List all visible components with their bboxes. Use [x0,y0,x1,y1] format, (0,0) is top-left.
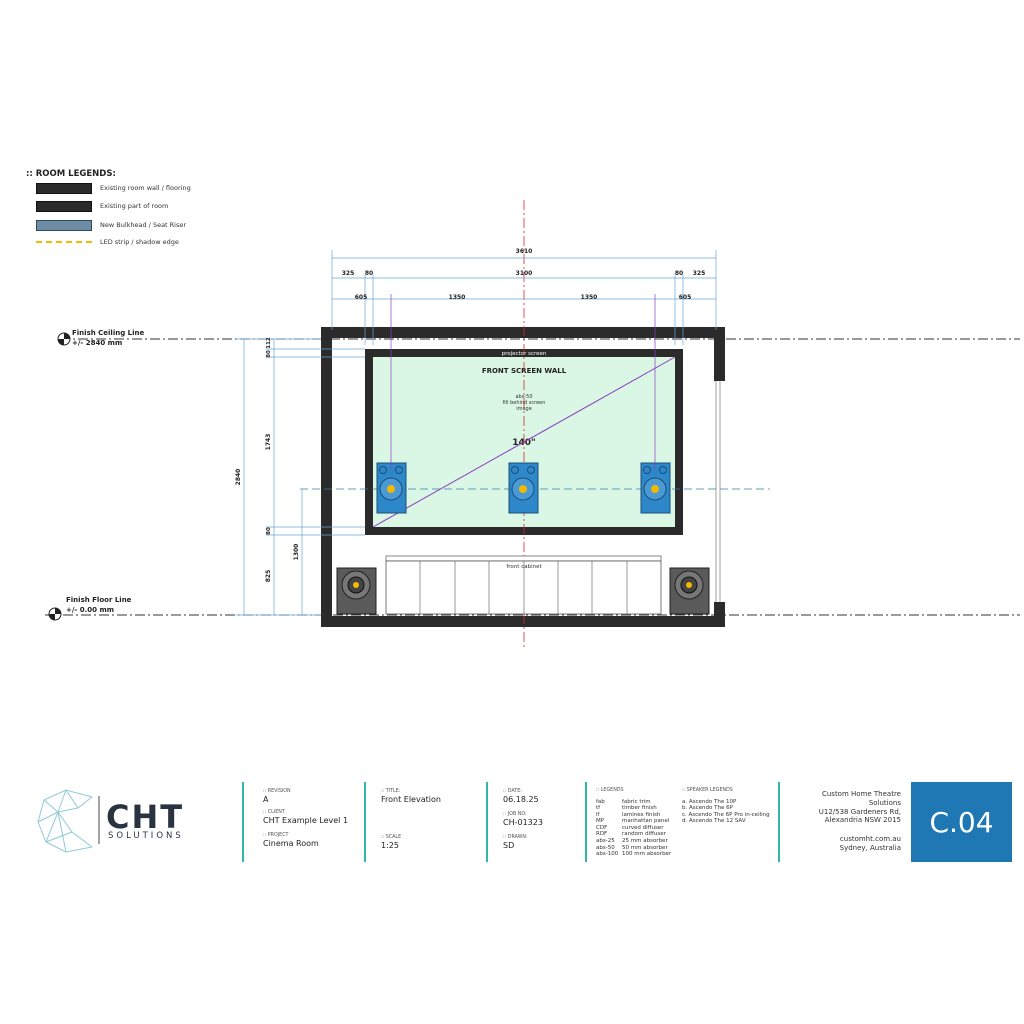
title-block: :: TITLE: Front Elevation [381,789,441,804]
project-value: Cinema Room [263,838,319,848]
revision-block: :: REVISION A [263,789,291,804]
client-block: :: CLIENT CHT Example Level 1 [263,810,349,825]
drawn-value: SD [503,840,515,850]
hatch-swatch [36,219,92,231]
screen-note-1: abs-50 [515,394,532,400]
speaker-legends-list: a. Ascendo The 10P b. Ascendo The 6P c. … [682,798,770,825]
dim-left-605: 605 [355,294,368,301]
cht-logo-icon [37,789,93,853]
centre-speaker-icon [508,462,539,514]
title-value: Front Elevation [381,794,441,804]
ceiling-level: +/- 2840 mm [72,339,122,347]
sheet-number: C.04 [911,782,1012,862]
company-address: Custom Home Theatre Solutions U12/538 Ga… [795,790,901,853]
project-block: :: PROJECT Cinema Room [263,833,319,848]
ceiling-label: Finish Ceiling Line [72,329,145,337]
legend-title: :: ROOM LEGENDS: [26,169,116,179]
dim-left-80: 80 [365,270,373,277]
room-walls [321,327,725,627]
dim-mid-1350-b: 1350 [581,294,598,301]
legend-item-existing-wall: Existing room wall / flooring [36,182,191,194]
tb-divider-3 [486,782,488,862]
legend-item-existing-part: Existing part of room [36,200,168,212]
floor-marker-icon [48,607,62,621]
revision-value: A [263,794,269,804]
drawn-block: :: DRAWN: SD [503,835,528,850]
scale-block: :: SCALE 1:25 [381,835,402,850]
dim-h-112: 112 [266,337,272,349]
hatch-swatch [36,182,92,194]
floor-label: Finish Floor Line [66,596,132,604]
hatch-swatch [36,200,92,212]
legend-item-led: LED strip / shadow edge [36,236,179,248]
dim-overall: 3610 [516,248,533,255]
legend-item-bulkhead: New Bulkhead / Seat Riser [36,219,186,231]
left-speaker-icon [376,462,407,514]
dim-left-325: 325 [342,270,355,277]
vertical-dimensions [236,338,365,616]
date-value: 06.18.25 [503,794,539,804]
logo-text: CHT [106,798,184,836]
screen-note-3: image [516,406,532,412]
right-speaker-icon [640,462,671,514]
website-link[interactable]: customht.com.au [839,835,901,843]
scale-value: 1:25 [381,840,399,850]
dim-h-1743: 1743 [265,434,272,451]
tb-divider-5 [778,782,780,862]
job-block: :: JOB NO: CH-01323 [503,812,543,827]
front-cabinet [385,555,662,615]
led-swatch [36,241,92,243]
floor-level: +/- 0.00 mm [66,606,114,614]
speaker-legends-block: :: SPEAKER LEGENDS a. Ascendo The 10P b.… [682,788,770,825]
dim-h-80b: 80 [266,527,272,535]
client-value: CHT Example Level 1 [263,815,349,825]
speaker-centre-lines [390,294,656,470]
dim-right-80: 80 [675,270,683,277]
tb-divider-4 [585,782,587,862]
front-cabinet-label: front cabinet [506,564,542,570]
left-subwoofer-icon [336,567,377,615]
dim-right-605: 605 [679,294,692,301]
logo-subtext: SOLUTIONS [108,831,184,841]
dim-height-total: 2840 [235,469,242,486]
dim-mid-1350-a: 1350 [449,294,466,301]
date-block: :: DATE: 06.18.25 [503,789,539,804]
right-subwoofer-icon [669,567,710,615]
job-value: CH-01323 [503,817,543,827]
dim-h-80: 80 [266,350,272,358]
dim-right-325: 325 [693,270,706,277]
tb-divider-2 [364,782,366,862]
dim-h-825: 825 [265,570,272,583]
tb-divider-1 [242,782,244,862]
horizontal-dimensions [331,250,717,345]
dim-inner: 3100 [516,270,533,277]
ceiling-marker-icon [57,332,71,346]
dim-h-1300: 1300 [293,544,300,561]
